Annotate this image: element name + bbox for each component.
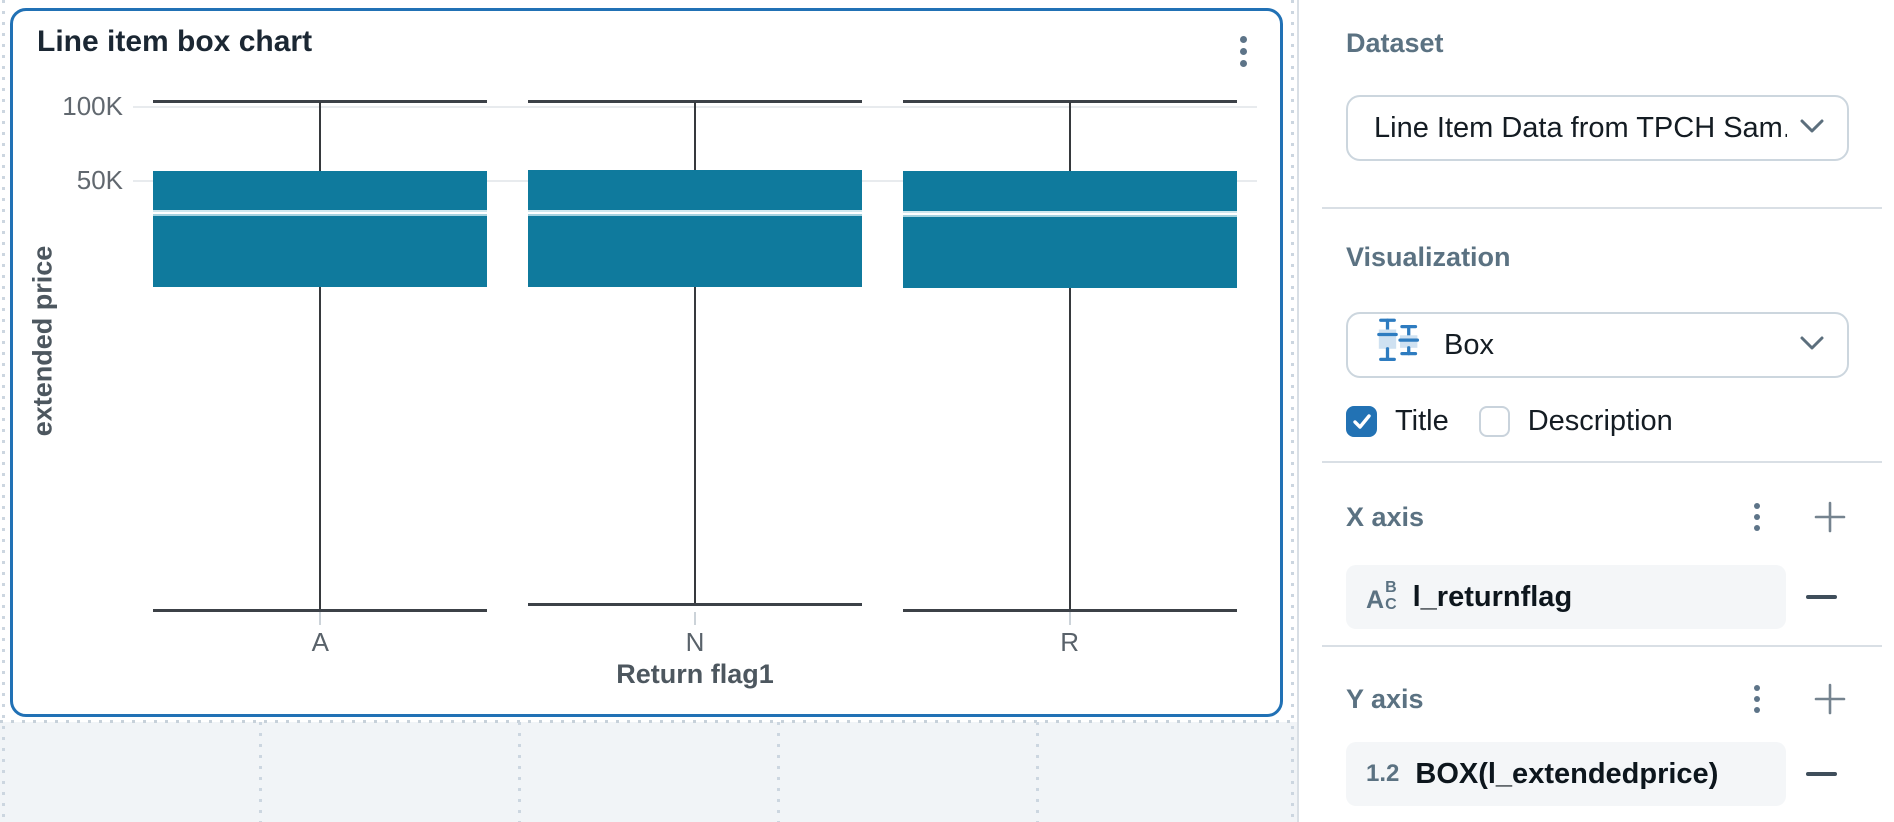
- y-axis-kebab-menu-icon[interactable]: [1747, 682, 1767, 716]
- grid-column-divider: [1291, 0, 1294, 822]
- y-axis-field-pill[interactable]: 1.2 BOX(l_extendedprice): [1346, 742, 1786, 806]
- x-axis-kebab-menu-icon[interactable]: [1747, 500, 1767, 534]
- description-checkbox-label: Description: [1527, 405, 1673, 437]
- whisker-lower: [1068, 287, 1071, 611]
- title-description-row: Title Description: [1346, 405, 1673, 438]
- visualization-select[interactable]: Box: [1346, 312, 1849, 378]
- y-axis-add-field-button[interactable]: [1811, 680, 1849, 718]
- x-axis-heading: X axis: [1346, 501, 1425, 532]
- description-checkbox-box[interactable]: [1478, 406, 1510, 437]
- x-axis-field-name: l_returnflag: [1412, 580, 1573, 613]
- panel-divider: [1297, 0, 1299, 822]
- section-divider: [1322, 645, 1882, 647]
- visualization-heading: Visualization: [1346, 242, 1511, 272]
- x-axis-title: Return flag1: [616, 659, 774, 689]
- grid-column-divider: [518, 722, 521, 822]
- x-axis-add-field-button[interactable]: [1811, 498, 1849, 536]
- dashboard-grid-empty-area: [0, 722, 1297, 822]
- median-line: [528, 209, 862, 216]
- y-axis-title: extended price: [27, 245, 58, 437]
- y-tick-label: 100K: [62, 91, 123, 121]
- chevron-down-icon: [1799, 118, 1825, 139]
- chevron-down-icon: [1799, 335, 1825, 356]
- grid-column-divider: [1036, 722, 1039, 822]
- box-A[interactable]: [153, 170, 488, 288]
- x-category-label: A: [311, 627, 329, 657]
- widget-kebab-menu-icon[interactable]: [1221, 27, 1265, 75]
- whisker-max-cap: [153, 99, 488, 103]
- grid-column-divider: [777, 722, 780, 822]
- number-type-icon: 1.2: [1366, 760, 1400, 787]
- box-plot-icon: [1374, 316, 1428, 375]
- chart-title: Line item box chart: [37, 25, 313, 58]
- box-N[interactable]: [528, 170, 862, 287]
- x-tick: [319, 612, 322, 625]
- dataset-select-value: Line Item Data from TPCH Sam...: [1374, 111, 1787, 144]
- title-checkbox-box[interactable]: [1346, 406, 1377, 437]
- grid-column-divider: [2, 0, 5, 822]
- chart-widget-card[interactable]: Line item box chart 100K 50K extended pric…: [10, 8, 1283, 717]
- description-checkbox[interactable]: Description: [1478, 405, 1673, 438]
- grid-column-divider: [259, 722, 262, 822]
- config-panel: Dataset Line Item Data from TPCH Sam... …: [1299, 0, 1894, 822]
- whisker-upper: [1068, 101, 1071, 171]
- whisker-upper: [319, 101, 322, 171]
- x-tick: [694, 612, 696, 625]
- whisker-upper: [694, 101, 696, 171]
- x-axis-header: X axis: [1346, 498, 1849, 536]
- whisker-lower: [694, 286, 696, 605]
- title-checkbox[interactable]: Title: [1346, 405, 1449, 438]
- title-checkbox-label: Title: [1395, 405, 1449, 437]
- median-line: [153, 210, 488, 217]
- whisker-min-cap: [528, 603, 862, 607]
- dataset-heading: Dataset: [1346, 28, 1444, 58]
- x-axis-remove-field-button[interactable]: [1799, 575, 1843, 619]
- x-axis-field-pill[interactable]: A B C l_returnflag: [1346, 565, 1786, 629]
- section-divider: [1322, 207, 1882, 209]
- median-line: [902, 210, 1237, 217]
- whisker-lower: [319, 287, 322, 611]
- y-axis-heading: Y axis: [1346, 683, 1424, 714]
- box-R[interactable]: [902, 170, 1237, 288]
- whisker-max-cap: [528, 99, 862, 103]
- x-category-label: N: [685, 627, 705, 657]
- whisker-max-cap: [902, 99, 1237, 103]
- y-axis-header: Y axis: [1346, 680, 1849, 718]
- section-divider: [1322, 461, 1882, 463]
- x-tick: [1068, 612, 1071, 625]
- whisker-min-cap: [902, 609, 1237, 613]
- visualization-select-value: Box: [1444, 328, 1494, 361]
- y-axis-remove-field-button[interactable]: [1799, 752, 1843, 796]
- whisker-min-cap: [153, 609, 488, 613]
- y-axis-field-name: BOX(l_extendedprice): [1415, 757, 1719, 790]
- grid-row-divider: [0, 720, 1297, 723]
- x-category-label: R: [1060, 627, 1080, 657]
- y-tick-label: 50K: [76, 165, 123, 196]
- string-type-icon: A B C: [1366, 579, 1397, 614]
- dataset-select[interactable]: Line Item Data from TPCH Sam...: [1346, 95, 1849, 161]
